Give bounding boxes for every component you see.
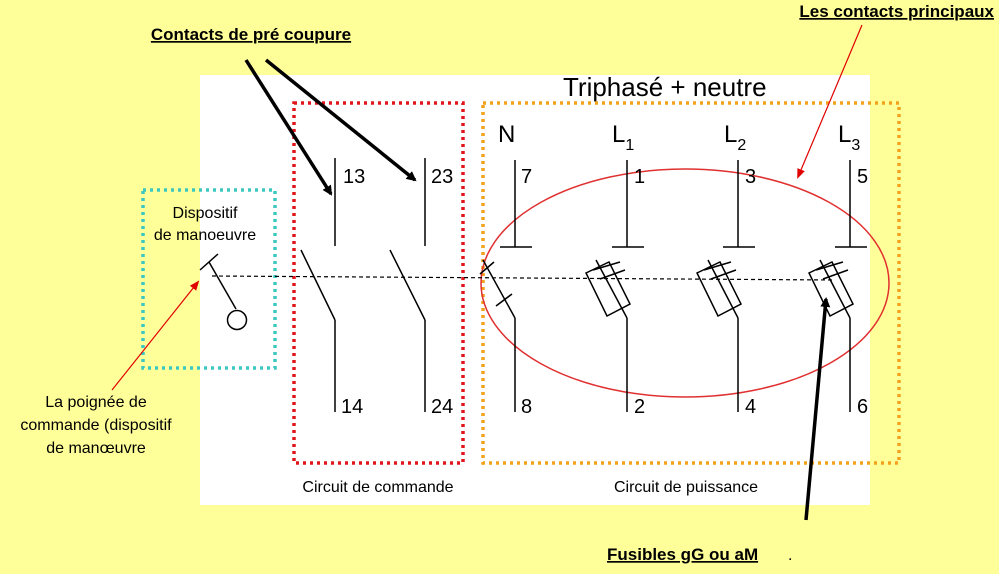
neutral-pole bbox=[479, 160, 532, 412]
phase-label-n: N bbox=[498, 121, 515, 148]
power-terminal-bottom: 4 bbox=[745, 396, 756, 418]
control-circuit-caption: Circuit de commande bbox=[302, 479, 453, 496]
power-terminal-top: 5 bbox=[857, 166, 868, 188]
main-contacts-ellipse bbox=[480, 168, 890, 398]
control-terminal-top: 13 bbox=[343, 166, 365, 188]
power-circuit-caption: Circuit de puissance bbox=[614, 479, 758, 496]
power-circuit-box bbox=[481, 101, 901, 465]
phase-label-l3: L3 bbox=[838, 121, 860, 154]
power-terminal-bottom: 2 bbox=[634, 396, 645, 418]
power-terminal-bottom: 8 bbox=[521, 396, 532, 418]
pre-cut-arrow-left bbox=[244, 59, 333, 196]
handle-annotation: La poignée de bbox=[45, 394, 147, 411]
phase-label-l1: L1 bbox=[612, 121, 634, 154]
diagram-title: Triphasé + neutre bbox=[563, 72, 767, 102]
pre-cut-contact-23-24 bbox=[389, 158, 426, 412]
handle-annotation: commande (dispositif bbox=[20, 417, 172, 434]
operating-handle bbox=[199, 253, 248, 331]
phase-label-l2: L2 bbox=[724, 121, 746, 154]
operating-device-box bbox=[141, 188, 277, 370]
diagram-panel bbox=[200, 75, 870, 505]
pre-cut-contact-13-14 bbox=[300, 158, 336, 412]
power-terminal-top: 3 bbox=[745, 166, 756, 188]
pre-cut-contacts-annotation: Contacts de pré coupure bbox=[151, 25, 351, 44]
fuses-annotation-suffix: . bbox=[788, 547, 792, 564]
main-contacts-arrow bbox=[797, 24, 863, 179]
fuse-l2 bbox=[695, 261, 743, 318]
control-terminal-bottom: 14 bbox=[341, 396, 363, 418]
power-terminal-top: 1 bbox=[634, 166, 645, 188]
power-terminal-top: 7 bbox=[521, 166, 532, 188]
control-circuit-box bbox=[292, 101, 465, 465]
phase-pole-l2 bbox=[695, 160, 755, 412]
operating-device-label: de manoeuvre bbox=[154, 227, 256, 244]
fuses-annotation: Fusibles gG ou aM bbox=[607, 545, 758, 564]
power-terminal-bottom: 6 bbox=[857, 396, 868, 418]
control-terminal-top: 23 bbox=[431, 166, 453, 188]
mechanical-linkage bbox=[211, 275, 835, 281]
main-contacts-annotation: Les contacts principaux bbox=[799, 2, 994, 21]
handle-annotation: de manœuvre bbox=[46, 440, 146, 457]
phase-pole-l1 bbox=[584, 160, 644, 412]
handle-annotation-arrow bbox=[111, 280, 200, 391]
control-terminal-bottom: 24 bbox=[431, 396, 453, 418]
fuses-arrow bbox=[804, 297, 831, 521]
operating-device-label: Dispositif bbox=[173, 205, 238, 222]
fuse-l1 bbox=[584, 261, 632, 318]
pre-cut-arrow-right bbox=[264, 58, 417, 182]
